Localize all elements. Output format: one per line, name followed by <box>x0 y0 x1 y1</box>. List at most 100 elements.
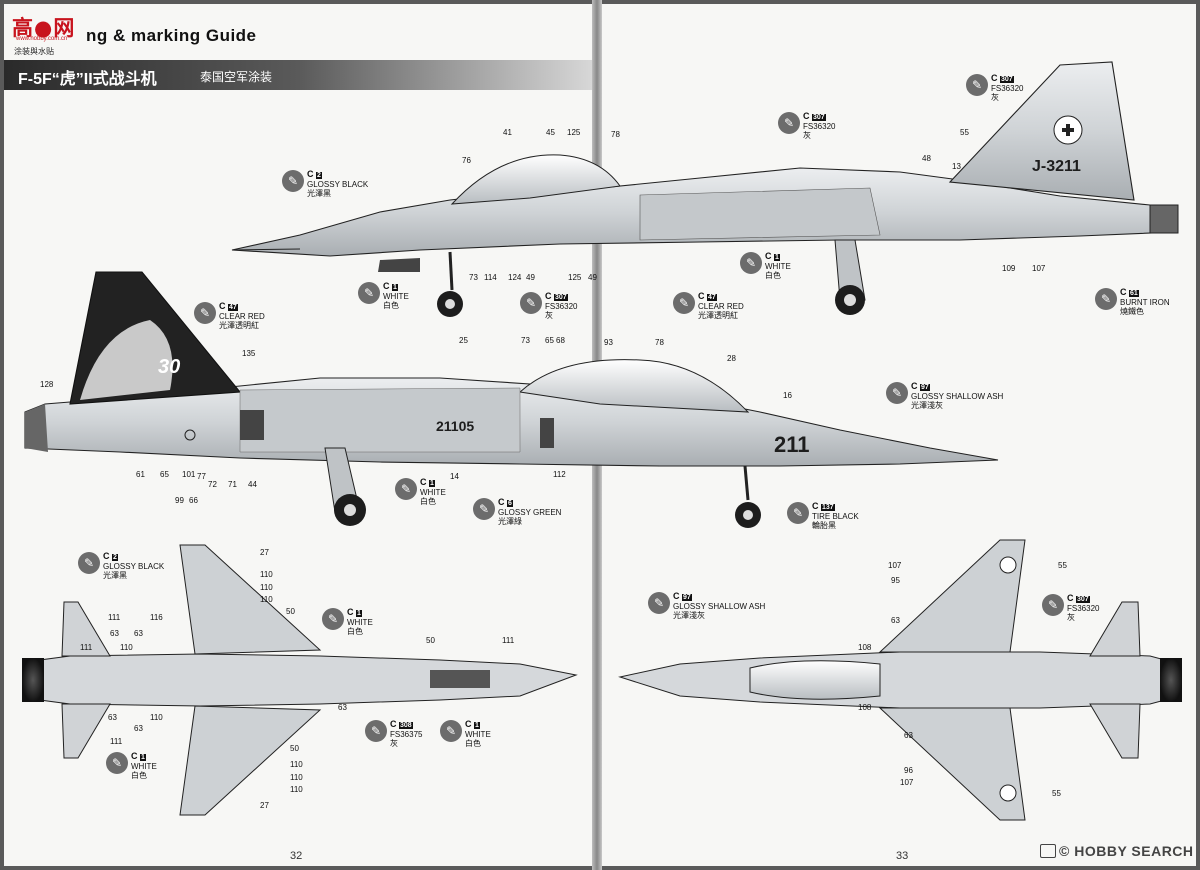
callout-code: C 47 <box>219 301 238 311</box>
paint-brush-icon: ✎ <box>966 74 988 96</box>
part-number-bottom: 66 <box>189 496 198 505</box>
paint-brush-icon: ✎ <box>365 720 387 742</box>
page-number-left: 32 <box>290 850 303 862</box>
part-number-bottom: 78 <box>655 338 664 347</box>
callout-code: C 308 <box>390 719 413 729</box>
watermark-symbol: © <box>1059 843 1070 859</box>
part-number-bottom: 16 <box>783 391 792 400</box>
part-number-plan_left: 50 <box>426 636 435 645</box>
part-number-bottom: 28 <box>727 354 736 363</box>
callout-color-name: WHITE <box>465 730 491 739</box>
paint-brush-icon: ✎ <box>1042 594 1064 616</box>
callout-code: C 61 <box>1120 287 1139 297</box>
part-number-plan_right: 107 <box>900 778 914 787</box>
callout-code: C 1 <box>383 281 398 291</box>
callout-code: C 1 <box>465 719 480 729</box>
callout-color-name-cn: 光澤黑 <box>103 571 127 580</box>
callout-color-name-cn: 光澤透明紅 <box>698 311 738 320</box>
part-number-bottom: 25 <box>459 336 468 345</box>
callout-code: C 307 <box>545 291 568 301</box>
part-number-plan_left: 63 <box>108 713 117 722</box>
callout-code: C 137 <box>812 501 835 511</box>
part-number-top: 125 <box>567 128 581 137</box>
callout-color-name: CLEAR RED <box>219 312 265 321</box>
paint-brush-icon: ✎ <box>395 478 417 500</box>
paint-brush-icon: ✎ <box>282 170 304 192</box>
page-number-right: 33 <box>896 850 909 862</box>
part-number-plan_left: 111 <box>502 636 515 645</box>
callout-code: C 6 <box>498 497 513 507</box>
callout-color-name-cn: 白色 <box>465 739 481 748</box>
callout-color-name-cn: 灰 <box>390 739 398 748</box>
paint-brush-icon: ✎ <box>740 252 762 274</box>
paint-brush-icon: ✎ <box>787 502 809 524</box>
paint-brush-icon: ✎ <box>358 282 380 304</box>
part-number-plan_right: 108 <box>858 703 872 712</box>
guide-title: ng & marking Guide <box>86 26 257 45</box>
part-number-plan_left: 110 <box>150 713 163 722</box>
callout-color-name-cn: 灰 <box>991 93 999 102</box>
callout-code: C 307 <box>991 73 1014 83</box>
callout-color-name: FS36320 <box>545 302 578 311</box>
callout-color-name: TIRE BLACK <box>812 512 859 521</box>
paint-brush-icon: ✎ <box>78 552 100 574</box>
callout-color-name: FS36320 <box>1067 604 1100 613</box>
callout-color-name: BURNT IRON <box>1120 298 1170 307</box>
callout-color-name-cn: 白色 <box>765 271 781 280</box>
nose-number-marking: 211 <box>774 432 810 457</box>
paint-brush-icon: ✎ <box>673 292 695 314</box>
callout-code: C 2 <box>307 169 322 179</box>
callout-code: C 47 <box>698 291 717 301</box>
callout-code: C 1 <box>420 477 435 487</box>
serial-marking: 21105 <box>436 418 475 434</box>
part-number-top: 55 <box>960 128 969 137</box>
part-number-plan_left: 110 <box>260 595 273 604</box>
callout-color-name-cn: 白色 <box>420 497 436 506</box>
part-number-bottom: 101 <box>182 470 196 479</box>
part-number-plan_right: 108 <box>858 643 872 652</box>
part-number-plan_left: 111 <box>80 643 93 652</box>
part-number-plan_right: 95 <box>891 576 900 585</box>
site-logo: 高●网 <box>12 16 76 40</box>
callout-color-name: GLOSSY BLACK <box>103 562 165 571</box>
part-number-plan_left: 110 <box>260 570 273 579</box>
part-number-top: 78 <box>611 130 620 139</box>
site-logo-subtitle: 涂装與水贴 <box>14 47 54 56</box>
part-number-top: 13 <box>952 162 961 171</box>
part-number-bottom: 73 <box>521 336 530 345</box>
part-number-plan_right: 63 <box>904 731 913 740</box>
paint-brush-icon: ✎ <box>886 382 908 404</box>
part-number-plan_left: 110 <box>290 760 303 769</box>
part-number-bottom: 99 <box>175 496 184 505</box>
part-number-plan_left: 110 <box>290 785 303 794</box>
callout-code: C 307 <box>803 111 826 121</box>
callout-color-name-cn: 白色 <box>131 771 147 780</box>
part-number-plan_left: 116 <box>150 613 163 622</box>
part-number-top: 73 <box>469 273 478 282</box>
part-number-plan_left: 111 <box>110 737 123 746</box>
callout-color-name-cn: 灰 <box>1067 613 1075 622</box>
callout-color-name: WHITE <box>420 488 446 497</box>
callout-color-name-cn: 灰 <box>803 131 811 140</box>
part-number-plan_left: 110 <box>290 773 303 782</box>
part-number-plan_right: 55 <box>1052 789 1061 798</box>
callout-color-name: GLOSSY BLACK <box>307 180 369 189</box>
callout-color-name-cn: 燒鐵色 <box>1120 307 1144 316</box>
model-name: F-5F“虎”II式战斗机 <box>18 71 157 88</box>
paint-brush-icon: ✎ <box>1095 288 1117 310</box>
part-number-plan_left: 27 <box>260 548 269 557</box>
paint-brush-icon: ✎ <box>778 112 800 134</box>
part-number-plan_left: 27 <box>260 801 269 810</box>
camera-icon <box>1040 844 1056 858</box>
paint-brush-icon: ✎ <box>440 720 462 742</box>
callout-code: C 2 <box>103 551 118 561</box>
part-number-top: 76 <box>462 156 471 165</box>
